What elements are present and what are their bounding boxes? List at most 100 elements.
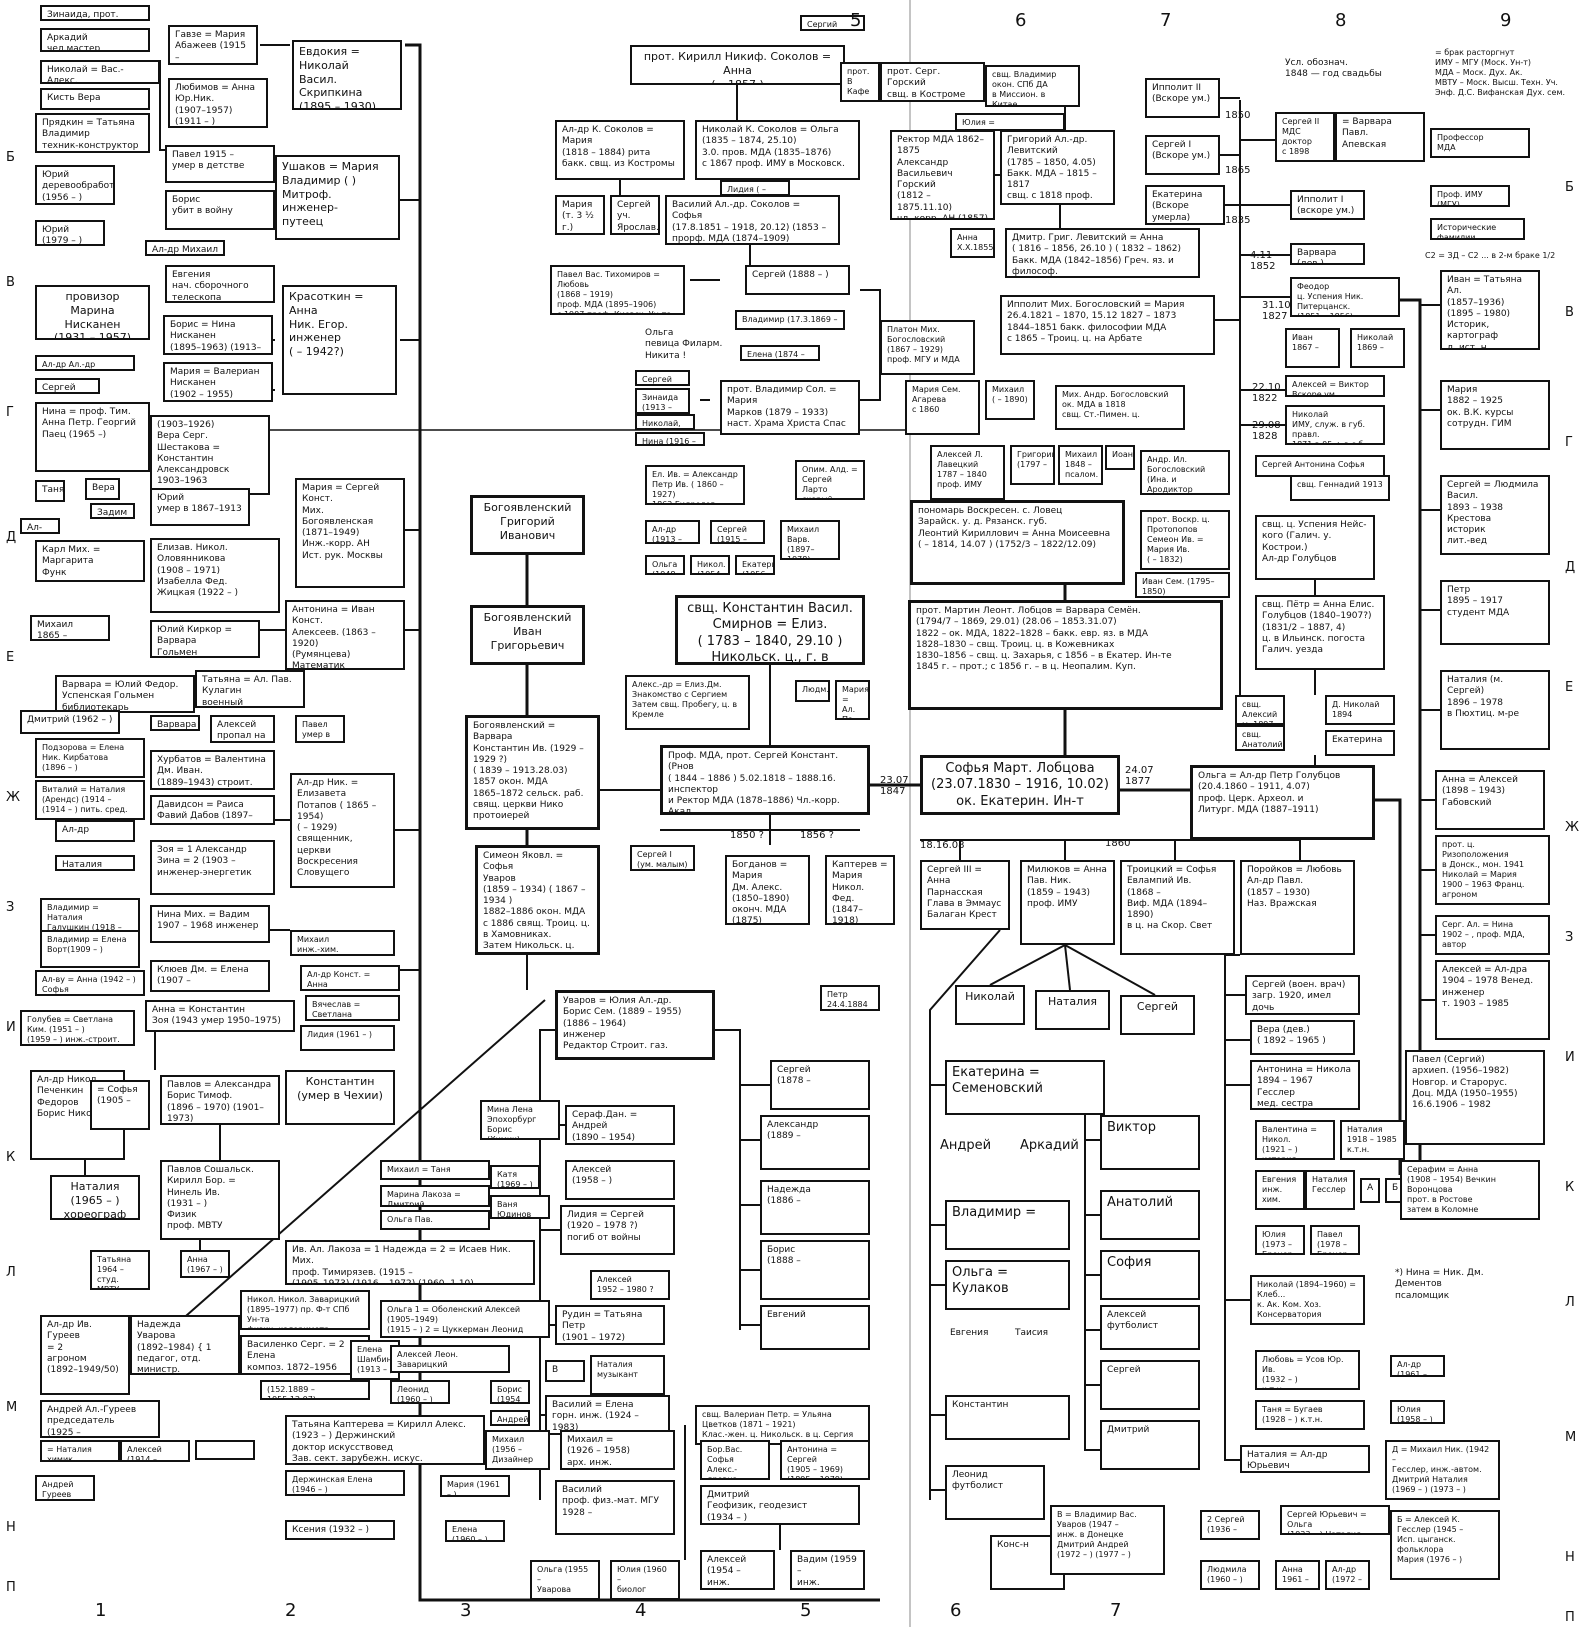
marriage-year-label: 31.10 1827: [1262, 300, 1291, 322]
grid-column-label: 5: [850, 10, 862, 31]
person-box: Ольга = Ал-др Петр Голубцов (20.4.1860 –…: [1190, 765, 1375, 840]
person-box: Марина Лакоза = Дмитрий (1937 – ): [380, 1185, 490, 1207]
person-box: Ал-др (1913 – скульптор: [645, 520, 700, 544]
person-box: Константин (умер в Чехии): [285, 1070, 395, 1125]
person-box: Ел. Ив. = Александр Петр Ив. ( 1860 – 19…: [645, 465, 745, 505]
person-box: Антонина = Иван Конст. Алексеев. (1863 –…: [285, 600, 405, 670]
person-box: Ив. Ал. Лакоза = 1 Надежда = 2 = Исаев Н…: [285, 1240, 535, 1285]
grid-row-label: И: [6, 1020, 16, 1035]
person-box: прот. Серг. Горский свщ. в Костроме: [880, 62, 985, 102]
person-box: С2 = ЗД – С2 ... в 2-м браке 1/2: [1425, 251, 1556, 260]
person-box: Вадим (1959 – инж.: [790, 1550, 865, 1590]
person-box: Рудин = Татьяна Петр (1901 – 1972) 83.19…: [555, 1305, 665, 1345]
person-box: Наталия: [55, 855, 135, 871]
grid-row-label: З: [6, 900, 15, 915]
person-box: Лидия ( – 1879): [720, 180, 790, 196]
person-box: Юрий (1979 – ): [35, 220, 105, 246]
person-box: Нина (1916 – ): [635, 432, 705, 446]
person-box: Иван 1867 –: [1285, 328, 1340, 368]
person-box: Сергей: [1100, 1360, 1200, 1410]
person-box: Антонина = Никола 1894 – 1967 Гесслер ме…: [1250, 1060, 1360, 1110]
person-box: Василий = Елена горн. инж. (1924 – 1983): [545, 1395, 670, 1435]
person-box: Павел (1978 – Бронер: [1310, 1225, 1360, 1255]
person-box: Павел умер в детстве: [295, 715, 345, 743]
person-box: Андр. Ил. Богословский (Ина. и Ародиктор…: [1140, 450, 1230, 495]
person-box: Опим. Алд. = Сергей Ларто скорый поезд: [795, 460, 865, 500]
grid-row-label: К: [1565, 1180, 1575, 1195]
person-box: (1903–1926) Вера Серг. Шестакова = Конст…: [150, 415, 270, 495]
person-box: Богоявленский Григорий Иванович свящ. ? …: [470, 495, 585, 555]
grid-column-label: 2: [285, 1600, 297, 1621]
person-box: Проф. ИМУ (МГУ): [1430, 185, 1510, 207]
person-box: Михаил инж.-хим.: [290, 930, 395, 956]
person-box: Лидия (1961 – ): [300, 1025, 395, 1051]
person-box: Держинская Елена (1946 – ): [285, 1470, 405, 1496]
grid-row-label: В: [1565, 305, 1574, 320]
connector: [539, 1029, 555, 1500]
person-box: = Софья (1905 –: [90, 1080, 150, 1130]
person-box: Катя (1969 – ): [490, 1165, 540, 1189]
marriage-year-label: 18.16.08: [920, 840, 965, 851]
connector: [989, 944, 1066, 986]
person-box: Вера (дев.) ( 1892 – 1965 ): [1250, 1020, 1355, 1055]
person-box: Ал-др: [55, 820, 135, 842]
person-box: Леонид футболист: [945, 1465, 1045, 1520]
grid-column-label: 6: [950, 1600, 962, 1621]
person-box: прот. Владимир Сол. = Мария Марков (1879…: [720, 380, 860, 435]
grid-row-label: В: [6, 275, 15, 290]
person-box: Таисия: [1015, 1328, 1049, 1338]
person-box: Сергей (воен. врач) загр. 1920, имел доч…: [1245, 975, 1360, 1015]
person-box: Елизав. Никол. Оловянникова (1908 – 1971…: [150, 538, 280, 613]
person-box: Анна = Константин Зоя (1943 умер 1950–19…: [145, 1000, 295, 1032]
person-box: Ал-ву = Анна (1942 – ) Софья: [35, 970, 145, 996]
person-box: свщ. Владимир окон. СПб ДА в Миссион. в …: [985, 65, 1080, 107]
person-box: Подзорова = Елена Ник. Кирбатова (1896 –…: [35, 738, 145, 778]
person-box: Владимир =: [945, 1200, 1070, 1250]
person-box: Варвара = Юлий Федор. Успенская Гольмен …: [55, 675, 195, 713]
person-box: свщ. Геннадий 1913: [1290, 475, 1390, 501]
person-box: Никол. (1954 –: [690, 555, 730, 575]
person-box: Ольга (1948 –: [645, 555, 685, 575]
grid-column-label: 3: [460, 1600, 472, 1621]
person-box: Сераф.Дан. = Андрей (1890 – 1954) военны…: [565, 1105, 675, 1145]
person-box: Наталия = Ал-др Юрьевич (1899 – 1972): [1240, 1445, 1370, 1473]
person-box: Ксения (1932 – ): [285, 1520, 395, 1540]
person-box: Юлия (1973 – Бронер: [1255, 1225, 1305, 1255]
person-box: Ипполит I (вскоре ум.): [1290, 190, 1365, 220]
person-box: Ал-др Ал.-др Комаров = Лидия: [35, 355, 135, 371]
person-box: Сергей = Людмила Васил. 1893 – 1938 Крес…: [1440, 475, 1550, 555]
person-box: Иван = Татьяна Ал. (1857–1936) (1895 – 1…: [1440, 270, 1540, 350]
person-box: Зинаида (1913 – на Вагон.: [635, 388, 690, 414]
marriage-year-label: 22.10 1822: [1252, 382, 1281, 404]
person-box: Аркадий чел.мастер 1941 –: [40, 28, 150, 52]
person-box: Прядкин = Татьяна Владимир техник-констр…: [35, 113, 150, 153]
person-box: Павел (Сергий) архиеп. (1956–1982) Новго…: [1405, 1050, 1545, 1145]
grid-row-label: Г: [6, 405, 14, 420]
person-box: Сергей (1915 – художник: [710, 520, 765, 544]
grid-row-label: Е: [6, 650, 15, 665]
person-box: Софья Март. Лобцова (23.07.1830 – 1916, …: [920, 755, 1120, 815]
person-box: Серг. Ал. = Нина 1902 – , проф. МДА, авт…: [1435, 915, 1550, 955]
person-box: Мих. Андр. Богословский ок. МДА в 1818 с…: [1055, 385, 1185, 430]
person-box: = Варвара Павл. Апевская: [1335, 112, 1425, 162]
person-box: = Наталия химик: [40, 1440, 120, 1462]
person-box: Сергей Юрьевич = Ольга (1933 – ) Наталия: [1280, 1505, 1390, 1535]
person-box: Юрий умер в 1867–1913: [150, 488, 250, 526]
person-box: Сергей: [35, 378, 100, 394]
person-box: Григорий (1797 –: [1010, 445, 1055, 485]
person-box: Алексей = Виктор Вскоре ум.: [1285, 375, 1385, 397]
person-box: Михаил (1956 – Дизайнер: [485, 1430, 550, 1470]
marriage-year-label: 1856 ?: [800, 830, 834, 841]
grid-row-label: Ж: [6, 790, 21, 805]
person-box: Задим: [90, 503, 135, 519]
person-box: Леонид (1960 – ): [390, 1380, 450, 1404]
person-box: Ал-др: [20, 518, 60, 534]
person-box: Поройков = Любовь Ал-др Павл. (1857 – 19…: [1240, 860, 1355, 955]
person-box: Евгения инж. хим.: [1255, 1170, 1305, 1210]
person-box: Василий проф. физ.-мат. МГУ 1928 –: [555, 1480, 675, 1535]
person-box: Борис (1954 – ): [490, 1380, 530, 1404]
person-box: Елена (1960 – ): [445, 1520, 505, 1542]
person-box: пономарь Воскресен. с. Ловец Зарайск. у.…: [910, 500, 1125, 585]
person-box: Людмила (1960 – ): [1200, 1560, 1260, 1590]
person-box: Дмитрий (1962 – ): [20, 710, 120, 734]
